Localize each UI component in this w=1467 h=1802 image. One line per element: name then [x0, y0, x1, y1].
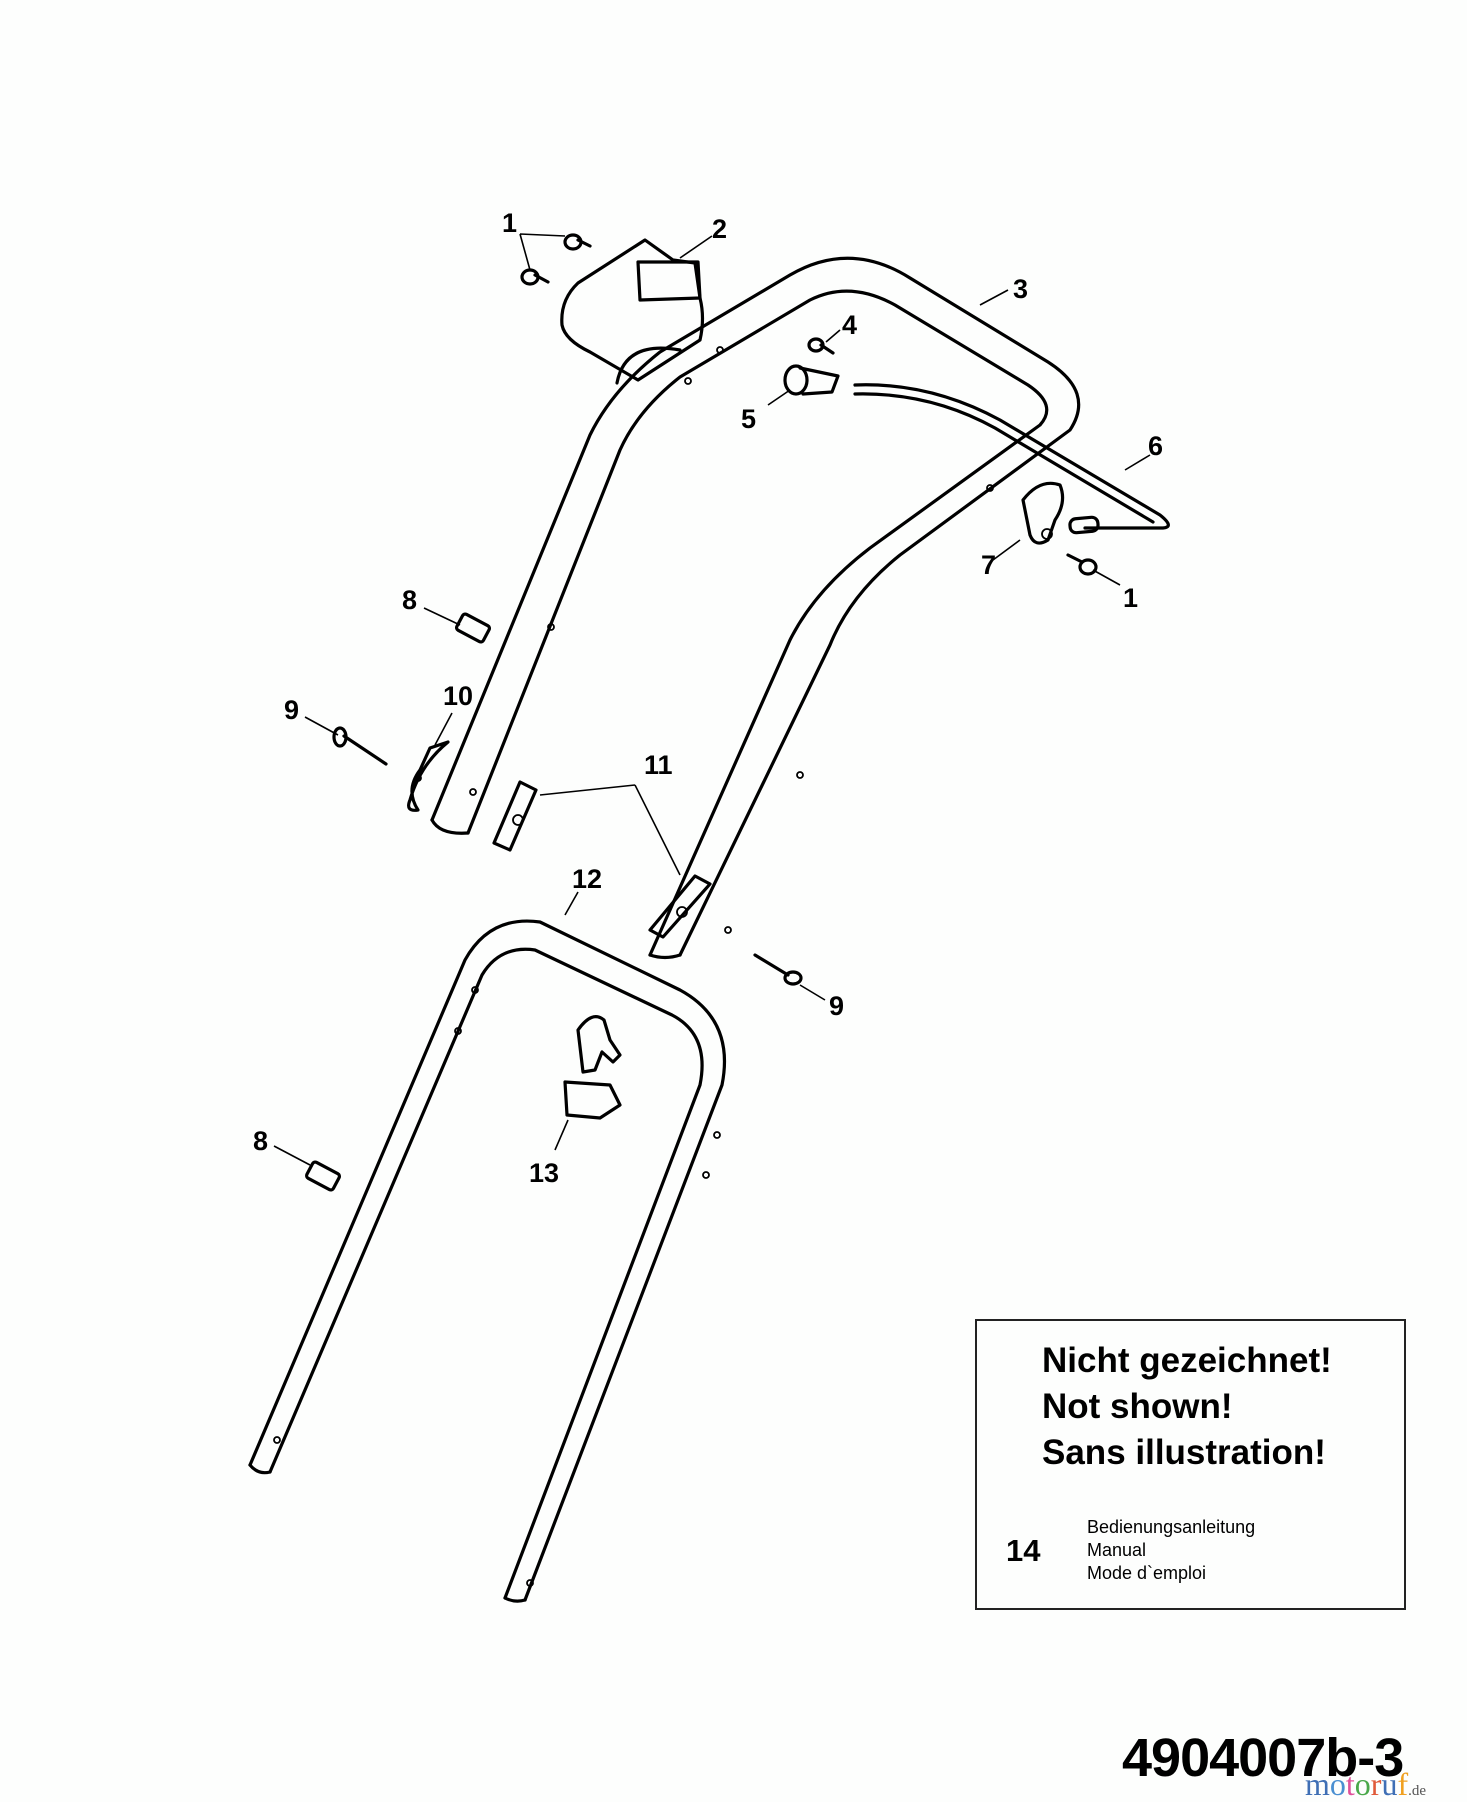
callout-12: 12 — [572, 864, 603, 894]
wing-knob-part-11-b — [648, 874, 712, 939]
not-shown-notice-box: Nicht gezeichnet! Not shown! Sans illust… — [975, 1319, 1406, 1610]
bushing-part-8-upper — [454, 612, 492, 644]
callout-11: 11 — [644, 750, 673, 780]
cable-cover-part-2 — [560, 238, 705, 385]
clamp-part-7 — [1021, 481, 1065, 545]
control-bar-part-6 — [853, 383, 1170, 535]
item-description-english: Manual — [1087, 1540, 1147, 1560]
callout-10: 10 — [443, 681, 474, 711]
callout-9-lower: 9 — [829, 991, 845, 1021]
wm-letter: m — [1305, 1766, 1330, 1802]
wm-suffix: .de — [1408, 1783, 1427, 1799]
wing-knob-part-11-a — [492, 780, 538, 852]
notice-line-english: Not shown! — [1042, 1387, 1233, 1426]
callout-2: 2 — [712, 214, 728, 244]
callout-3: 3 — [1013, 274, 1029, 304]
leader-lines — [273, 233, 1151, 1166]
wm-letter: u — [1381, 1766, 1398, 1802]
bushing-part-8-lower — [304, 1160, 342, 1192]
bolt-part-9-lower — [753, 953, 803, 986]
wm-letter: t — [1345, 1766, 1355, 1802]
watermark-logo: motoruf.de — [1305, 1768, 1426, 1800]
callout-13: 13 — [529, 1158, 560, 1188]
bolt-part-9-upper — [332, 726, 388, 766]
callout-1-lower: 1 — [1123, 583, 1139, 613]
callout-6: 6 — [1148, 431, 1164, 461]
callout-8: 8 — [402, 585, 418, 615]
wm-letter: r — [1370, 1766, 1382, 1802]
wm-letter: o — [1354, 1766, 1371, 1802]
notice-line-german: Nicht gezeichnet! — [1042, 1341, 1332, 1380]
lower-handle-part-12 — [248, 919, 727, 1603]
upper-handle-part-3 — [430, 256, 1081, 960]
callout-9: 9 — [284, 695, 300, 725]
callout-8-lower: 8 — [253, 1126, 269, 1156]
clamp-part-5 — [783, 364, 840, 396]
wm-letter: o — [1329, 1766, 1346, 1802]
screw-part-4 — [807, 337, 835, 355]
cable-guide-part-13 — [563, 1015, 622, 1120]
callout-1: 1 — [502, 208, 518, 238]
screws-part-1 — [520, 233, 1098, 576]
callout-7: 7 — [981, 550, 997, 580]
callout-4: 4 — [842, 310, 858, 340]
notice-line-french: Sans illustration! — [1042, 1433, 1326, 1472]
item-description-german: Bedienungsanleitung — [1087, 1517, 1256, 1537]
callout-5: 5 — [741, 404, 757, 434]
item-description-french: Mode d`emploi — [1087, 1563, 1207, 1583]
wm-letter: f — [1397, 1766, 1409, 1802]
latch-plate-part-10 — [407, 740, 450, 812]
item-number-14: 14 — [1006, 1533, 1041, 1568]
drawing-number: 4904007b-3 — [1122, 1728, 1404, 1788]
